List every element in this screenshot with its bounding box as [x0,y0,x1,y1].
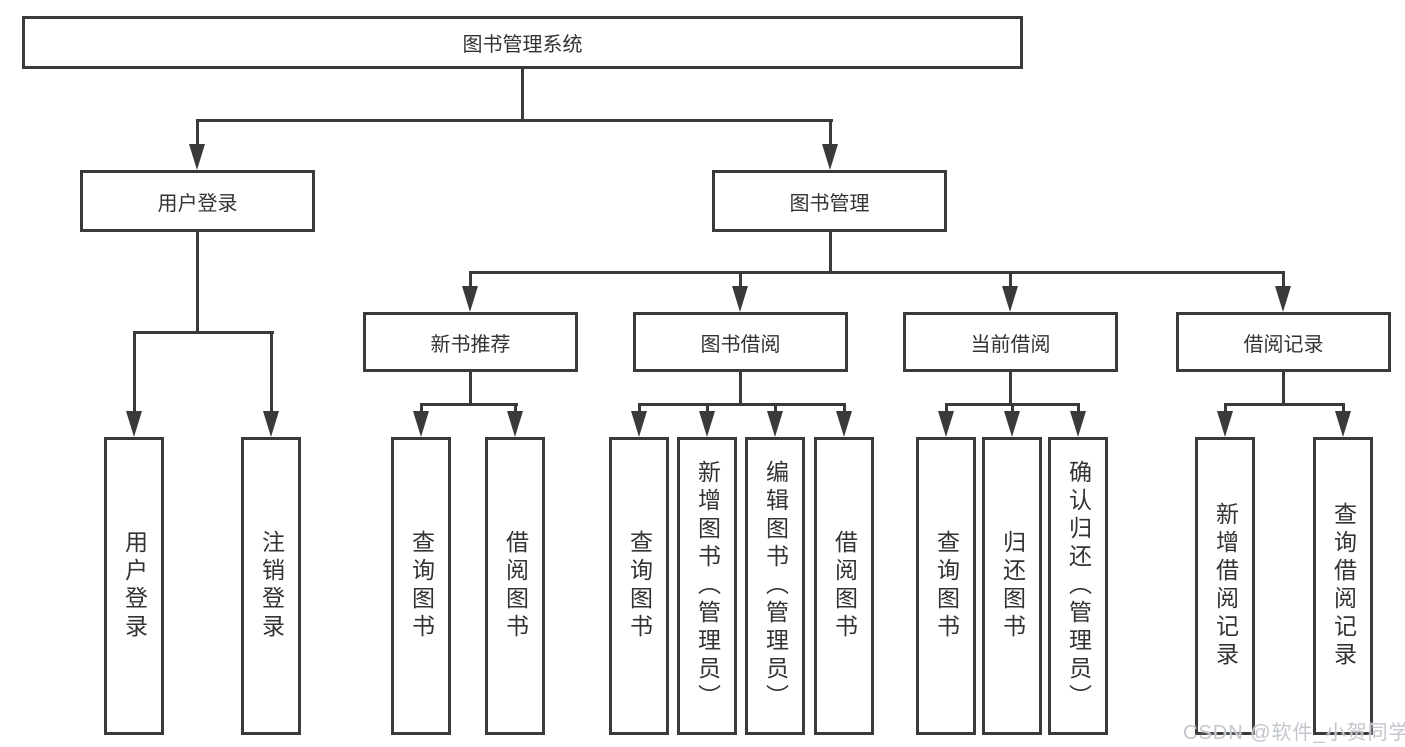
connector-line [739,370,742,405]
leaf-user-login-label: 用户登录 [121,530,148,642]
node-root: 图书管理系统 [22,16,1023,69]
arrowhead-icon [462,286,478,312]
arrowhead-icon [126,411,142,437]
arrowhead-icon [732,286,748,312]
leaf-query-books-1-label: 查询图书 [408,530,435,642]
arrowhead-icon [767,411,783,437]
connector-line [1224,403,1345,406]
leaf-logout-label: 注销登录 [258,530,285,642]
leaf-edit-books-admin-label: 编辑图书（管理员） [762,460,789,712]
leaf-borrow-books-1: 借阅图书 [485,437,545,735]
watermark: CSDN @软件_小贺同学 [1183,722,1405,744]
leaf-logout: 注销登录 [241,437,301,735]
connector-line [270,331,273,421]
node-borrow-records-label: 借阅记录 [1243,333,1324,356]
node-current-borrow-label: 当前借阅 [970,333,1051,356]
leaf-return-books-label: 归还图书 [999,530,1026,642]
arrowhead-icon [1004,411,1020,437]
node-user-login-label: 用户登录 [157,192,238,215]
leaf-edit-books-admin: 编辑图书（管理员） [745,437,805,735]
connector-line [829,119,832,161]
arrowhead-icon [938,411,954,437]
leaf-query-borrow-record-label: 查询借阅记录 [1330,502,1357,670]
leaf-borrow-books-2-label: 借阅图书 [831,530,858,642]
node-book-borrow-label: 图书借阅 [700,333,781,356]
arrowhead-icon [507,411,523,437]
connector-line [469,271,1285,274]
connector-line [133,331,136,421]
connector-line [1009,370,1012,405]
arrowhead-icon [1002,286,1018,312]
leaf-add-books-admin-label: 新增图书（管理员） [694,460,721,712]
node-book-management-label: 图书管理 [789,192,870,215]
node-user-login: 用户登录 [80,170,315,232]
leaf-user-login: 用户登录 [104,437,164,735]
leaf-query-books-2: 查询图书 [609,437,669,735]
connector-line [829,230,832,274]
connector-line [133,331,274,334]
connector-line [196,119,833,122]
arrowhead-icon [413,411,429,437]
leaf-borrow-books-1-label: 借阅图书 [502,530,529,642]
leaf-query-books-1: 查询图书 [391,437,451,735]
leaf-borrow-books-2: 借阅图书 [814,437,874,735]
leaf-query-books-2-label: 查询图书 [626,530,653,642]
leaf-confirm-return-admin: 确认归还（管理员） [1048,437,1108,735]
arrowhead-icon [263,411,279,437]
arrowhead-icon [822,144,838,170]
node-book-borrow: 图书借阅 [633,312,848,372]
node-borrow-records: 借阅记录 [1176,312,1391,372]
node-current-borrow: 当前借阅 [903,312,1118,372]
arrowhead-icon [1070,411,1086,437]
leaf-return-books: 归还图书 [982,437,1042,735]
connector-line [638,403,846,406]
node-new-book-recommend-label: 新书推荐 [430,333,511,356]
leaf-add-borrow-record-label: 新增借阅记录 [1212,502,1239,670]
leaf-query-borrow-record: 查询借阅记录 [1313,437,1373,735]
connector-line [1282,370,1285,405]
leaf-query-books-3-label: 查询图书 [933,530,960,642]
arrowhead-icon [836,411,852,437]
leaf-add-borrow-record: 新增借阅记录 [1195,437,1255,735]
connector-line [196,230,199,334]
arrowhead-icon [631,411,647,437]
arrowhead-icon [1275,286,1291,312]
leaf-confirm-return-admin-label: 确认归还（管理员） [1065,460,1092,712]
arrowhead-icon [699,411,715,437]
node-book-management: 图书管理 [712,170,947,232]
connector-line [521,66,524,122]
arrowhead-icon [189,144,205,170]
node-new-book-recommend: 新书推荐 [363,312,578,372]
connector-line [469,370,472,405]
connector-line [420,403,518,406]
arrowhead-icon [1335,411,1351,437]
node-root-label: 图书管理系统 [462,34,583,56]
leaf-query-books-3: 查询图书 [916,437,976,735]
connector-line [196,119,199,161]
arrowhead-icon [1217,411,1233,437]
leaf-add-books-admin: 新增图书（管理员） [677,437,737,735]
